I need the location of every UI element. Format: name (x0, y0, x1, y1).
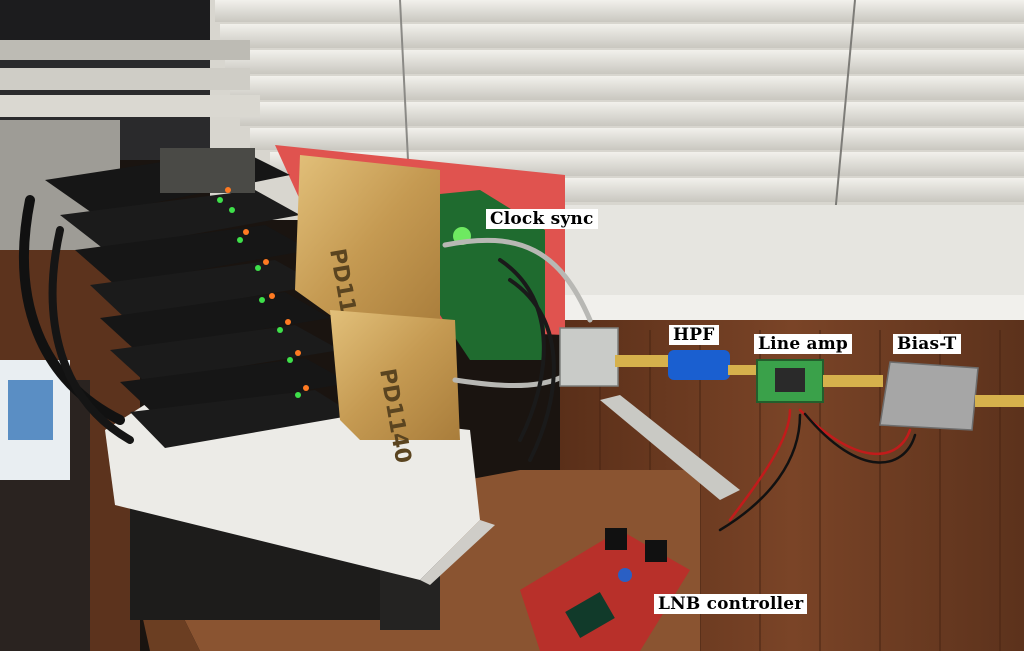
splitter-lower: PD1140 (330, 310, 460, 465)
clock-sync-label: Clock sync (486, 209, 598, 229)
window-blinds (210, 0, 1024, 220)
line-amplifier (756, 359, 824, 403)
rf-splitter-box (559, 327, 619, 387)
lnb-controller-label: LNB controller (654, 594, 808, 614)
hpf-label: HPF (669, 325, 719, 345)
bias-t-box (879, 361, 979, 431)
hpf-filter (668, 350, 730, 380)
line-amp-label: Line amp (754, 334, 852, 354)
sdr-board-stack (45, 148, 355, 448)
bias-t-label: Bias-T (893, 334, 961, 354)
